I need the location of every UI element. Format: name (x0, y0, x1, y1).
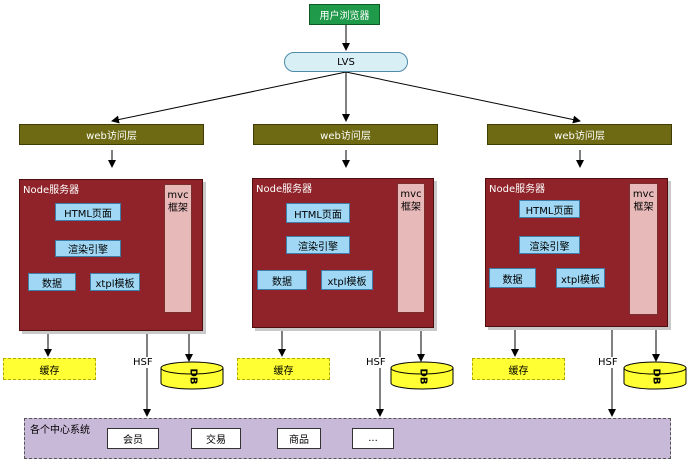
render-engine-box: 渲染引擎 (286, 236, 350, 254)
member-system-box: 会员 (107, 428, 159, 449)
hsf-label: HSF (132, 357, 154, 368)
mvc-framework-box: mvc框架 (164, 184, 192, 313)
db-cylinder-1 (160, 361, 224, 390)
data-box: 数据 (257, 270, 307, 290)
xtpl-template-box: xtpl模板 (90, 273, 140, 291)
more-systems-box: ... (352, 428, 394, 449)
cache-box-1: 缓存 (3, 358, 96, 380)
lvs-box: LVS (284, 52, 408, 72)
trade-system-box: 交易 (191, 428, 241, 449)
lvs-to-web1-arrow (111, 71, 347, 124)
mvc-framework-box: mvc框架 (397, 183, 425, 313)
html-page-box: HTML页面 (519, 200, 580, 218)
db-label: DB (650, 368, 662, 385)
db-cylinder-2 (390, 361, 454, 390)
db-label: DB (417, 368, 429, 385)
render-engine-box: 渲染引擎 (55, 240, 121, 257)
cache-box-3: 缓存 (472, 358, 565, 380)
xtpl-template-box: xtpl模板 (556, 268, 605, 288)
node-server-title: Node服务器 (256, 184, 313, 195)
hsf-label: HSF (365, 357, 387, 368)
web-layer-2: web访问层 (253, 124, 438, 145)
data-box: 数据 (28, 273, 76, 291)
cache-box-2: 缓存 (237, 358, 330, 380)
user-browser-box: 用户浏览器 (309, 4, 380, 25)
hsf-label: HSF (597, 357, 619, 368)
render-engine-box: 渲染引擎 (519, 236, 580, 254)
html-page-box: HTML页面 (55, 203, 121, 221)
center-systems-title: 各个中心系统 (30, 425, 90, 436)
web-layer-1: web访问层 (19, 124, 204, 145)
web-layer-3: web访问层 (487, 124, 672, 145)
data-box: 数据 (489, 268, 536, 288)
mvc-framework-box: mvc框架 (629, 183, 658, 315)
db-label: DB (187, 368, 199, 385)
node-server-title: Node服务器 (489, 184, 546, 195)
product-system-box: 商品 (277, 428, 321, 449)
db-cylinder-3 (623, 361, 687, 390)
xtpl-template-box: xtpl模板 (321, 270, 373, 290)
node-server-title: Node服务器 (23, 185, 80, 196)
lvs-to-web3-arrow (345, 71, 581, 124)
html-page-box: HTML页面 (286, 203, 350, 223)
